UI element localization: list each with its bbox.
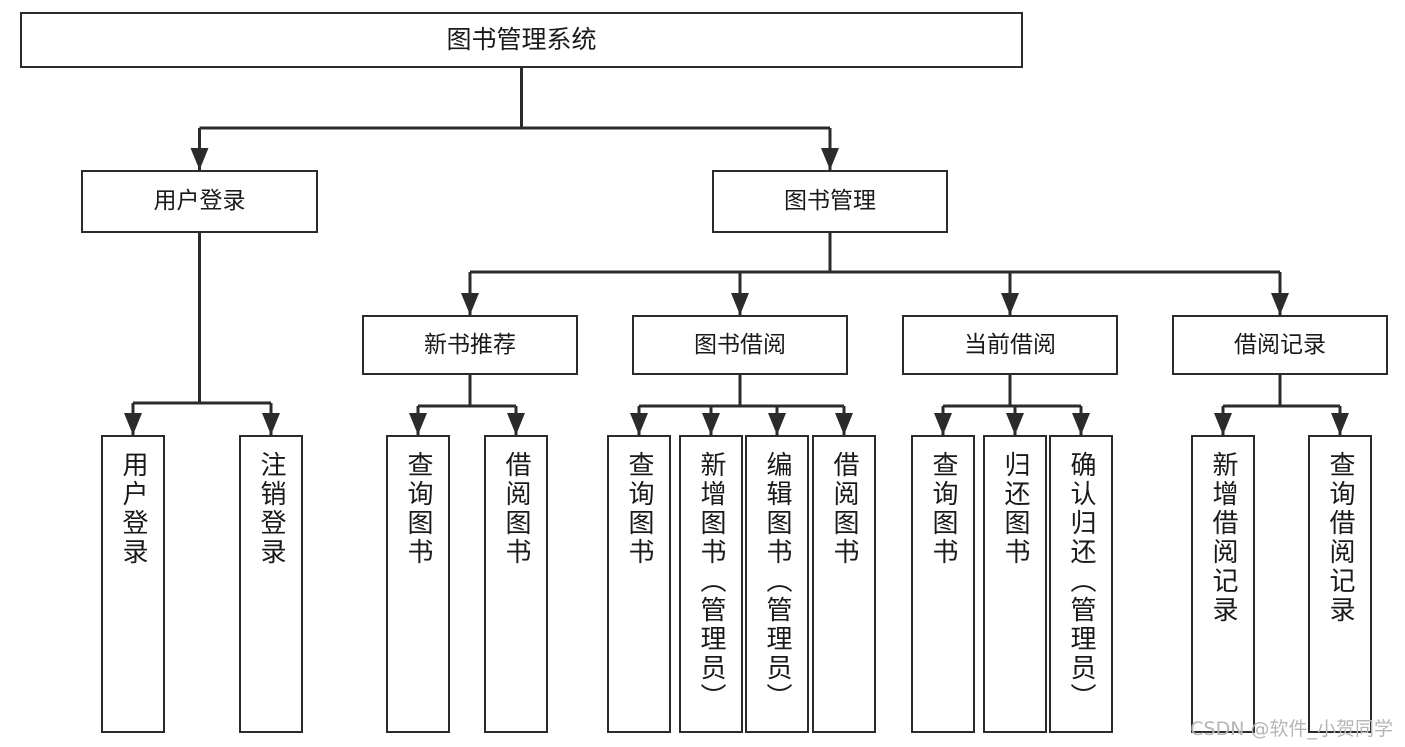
node-login[interactable]: 用户登录: [81, 170, 318, 233]
node-label: 查询图书: [403, 451, 433, 567]
node-label: 新增图书（管理员）: [696, 451, 726, 712]
node-label: 图书管理系统: [446, 25, 597, 55]
node-leaf-3[interactable]: 查询图书: [386, 435, 450, 733]
node-leaf-6[interactable]: 新增图书（管理员）: [679, 435, 743, 733]
node-leaf-13[interactable]: 查询借阅记录: [1308, 435, 1372, 733]
node-label: 用户登录: [153, 188, 246, 215]
node-label: 图书借阅: [694, 331, 786, 358]
node-leaf-10[interactable]: 归还图书: [983, 435, 1047, 733]
node-label: 借阅图书: [829, 451, 859, 567]
node-label: 新增借阅记录: [1208, 451, 1238, 625]
node-label: 归还图书: [1000, 451, 1030, 567]
node-label: 查询借阅记录: [1325, 451, 1355, 625]
node-leaf-2[interactable]: 注销登录: [239, 435, 303, 733]
node-label: 编辑图书（管理员）: [762, 451, 792, 712]
node-label: 查询图书: [624, 451, 654, 567]
node-leaf-8[interactable]: 借阅图书: [812, 435, 876, 733]
node-bookmgmt[interactable]: 图书管理: [712, 170, 948, 233]
node-leaf-12[interactable]: 新增借阅记录: [1191, 435, 1255, 733]
node-leaf-1[interactable]: 用户登录: [101, 435, 165, 733]
watermark-text: CSDN @软件_小贺同学: [1190, 718, 1393, 740]
node-label: 注销登录: [256, 451, 286, 567]
node-records[interactable]: 借阅记录: [1172, 315, 1388, 375]
node-leaf-11[interactable]: 确认归还（管理员）: [1049, 435, 1113, 733]
node-label: 查询图书: [928, 451, 958, 567]
node-label: 确认归还（管理员）: [1066, 451, 1096, 712]
node-leaf-4[interactable]: 借阅图书: [484, 435, 548, 733]
node-label: 借阅记录: [1234, 331, 1326, 358]
node-label: 借阅图书: [501, 451, 531, 567]
node-leaf-9[interactable]: 查询图书: [911, 435, 975, 733]
node-leaf-5[interactable]: 查询图书: [607, 435, 671, 733]
node-leaf-7[interactable]: 编辑图书（管理员）: [745, 435, 809, 733]
node-label: 新书推荐: [424, 331, 516, 358]
node-current[interactable]: 当前借阅: [902, 315, 1118, 375]
node-label: 当前借阅: [964, 331, 1056, 358]
node-label: 图书管理: [784, 188, 876, 215]
node-root[interactable]: 图书管理系统: [20, 12, 1023, 68]
node-borrow[interactable]: 图书借阅: [632, 315, 848, 375]
node-label: 用户登录: [118, 451, 148, 567]
node-newbook[interactable]: 新书推荐: [362, 315, 578, 375]
